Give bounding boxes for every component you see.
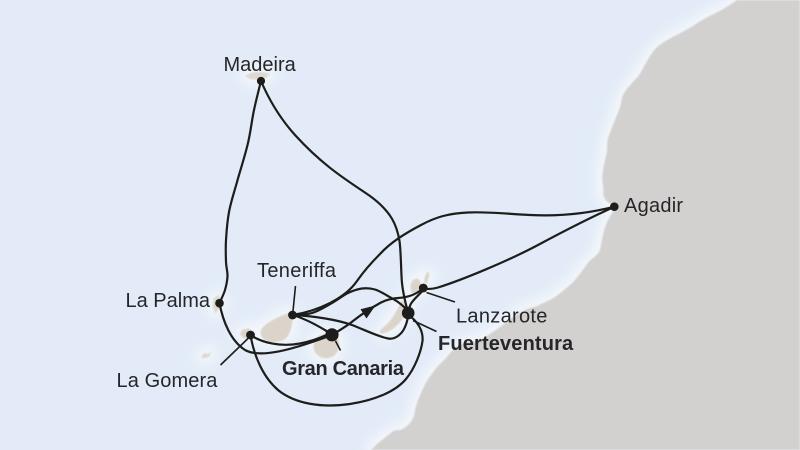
svg-text:Lanzarote: Lanzarote: [456, 306, 548, 328]
svg-text:Fuerteventura: Fuerteventura: [438, 333, 574, 355]
svg-text:La Palma: La Palma: [126, 290, 211, 312]
svg-text:Gran Canaria: Gran Canaria: [282, 358, 405, 380]
svg-text:Teneriffa: Teneriffa: [257, 260, 337, 282]
svg-text:La Gomera: La Gomera: [117, 370, 219, 392]
svg-text:Madeira: Madeira: [224, 54, 297, 76]
svg-text:Agadir: Agadir: [624, 195, 683, 217]
